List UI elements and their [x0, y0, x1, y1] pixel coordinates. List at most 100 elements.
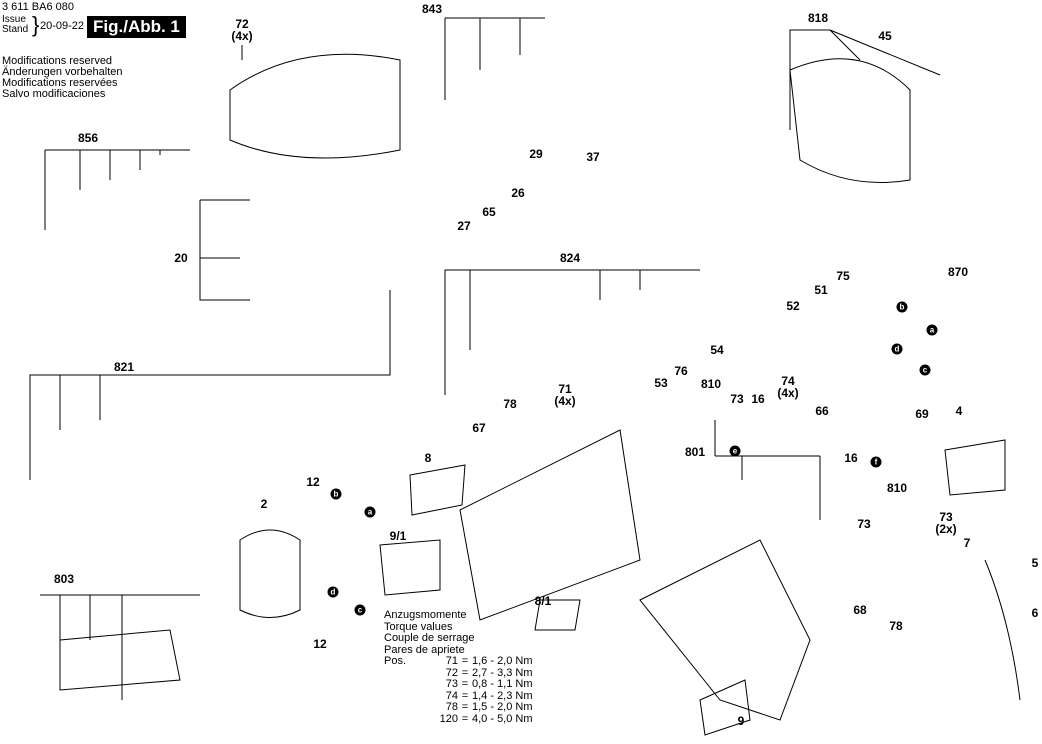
callout-12a: 12: [306, 476, 319, 488]
callout-number: 74: [781, 374, 795, 388]
leader-821: [29, 290, 391, 480]
callout-number: 20: [174, 251, 188, 265]
connector-badge-c: c: [919, 364, 931, 376]
torque-value: 4,0 - 5,0 Nm: [472, 712, 533, 725]
callout-number: 818: [807, 11, 829, 25]
callout-number: 54: [710, 343, 724, 357]
callout-9: 9: [738, 715, 745, 727]
callout-number: 9/1: [389, 529, 407, 543]
callout-quantity: (4x): [231, 29, 253, 43]
motor-housing: [459, 429, 641, 621]
callout-5: 5: [1032, 557, 1039, 569]
issue-label-en: Issue: [2, 14, 26, 25]
torque-title: Pares de apriete: [384, 643, 465, 656]
callout-810a: 810: [701, 378, 721, 390]
switch: [944, 439, 1006, 496]
callout-870: 870: [948, 266, 968, 278]
callout-843: 843: [422, 3, 442, 15]
torque-value: 2,7 - 3,3 Nm: [472, 666, 533, 679]
callout-number: 856: [77, 131, 99, 145]
callout-number: 27: [457, 219, 471, 233]
torque-pos-label: Pos.: [384, 655, 407, 667]
handle-housing: [639, 539, 811, 721]
callout-quantity: (4x): [554, 394, 576, 408]
callout-20: 20: [174, 252, 187, 264]
torque-row: Pos.71=1,6 - 2,0 Nm: [384, 655, 533, 668]
callout-number: 843: [421, 2, 443, 16]
callout-7: 7: [964, 537, 971, 549]
callout-number: 73: [730, 392, 744, 406]
torque-value: 1,4 - 2,3 Nm: [472, 689, 533, 702]
torque-pos-label: [384, 679, 422, 691]
torque-table: Anzugsmomente Torque values Couple de se…: [384, 609, 533, 726]
brace: }: [32, 12, 40, 37]
connector-badge-b: b: [896, 301, 908, 313]
callout-number: 75: [836, 269, 850, 283]
torque-row: 72=2,7 - 3,3 Nm: [384, 666, 533, 680]
callout-number: 2: [260, 497, 268, 511]
part-number: 3 611 BA6 080: [2, 1, 74, 13]
callout-53: 53: [654, 377, 667, 389]
torque-pos-label: [384, 668, 422, 680]
torque-part: 78: [445, 701, 458, 713]
callout-51: 51: [814, 284, 827, 296]
callout-9_1: 9/1: [390, 530, 407, 542]
callout-number: 12: [306, 475, 320, 489]
torque-title: Anzugsmomente: [384, 609, 467, 621]
callout-45: 45: [878, 30, 891, 42]
connector-badge-b: b: [330, 488, 342, 500]
callout-75: 75: [836, 270, 849, 282]
mod-line: Salvo modificaciones: [2, 88, 106, 100]
callout-16a: 16: [751, 393, 764, 405]
callout-number: 810: [700, 377, 722, 391]
callout-number: 69: [915, 407, 929, 421]
callout-number: 29: [529, 147, 543, 161]
callout-856: 856: [78, 132, 98, 144]
callout-52: 52: [786, 300, 799, 312]
callout-number: 4: [955, 404, 963, 418]
callout-4: 4: [956, 405, 963, 417]
callout-number: 66: [815, 404, 829, 418]
issue-label-de: Stand: [2, 24, 29, 35]
callout-number: 8: [424, 451, 432, 465]
torque-part: 71: [445, 655, 458, 667]
callout-801: 801: [685, 446, 705, 458]
callout-54: 54: [710, 344, 723, 356]
callout-number: 821: [113, 360, 135, 374]
leader-801: [714, 420, 821, 520]
callout-number: 8/1: [534, 594, 552, 608]
figure-label: Fig./Abb. 1: [87, 16, 186, 38]
torque-part: 120: [439, 712, 458, 725]
callout-27: 27: [457, 220, 470, 232]
callout-12b: 12: [313, 638, 326, 650]
torque-row: 74=1,4 - 2,3 Nm: [384, 689, 533, 703]
mod-line: Modifications reserved: [2, 55, 113, 67]
torque-equals: =: [461, 701, 469, 713]
callout-74: 74(4x): [777, 375, 798, 399]
torque-pos-label: [384, 714, 422, 726]
torque-equals: =: [461, 712, 469, 725]
callout-73b: 73: [857, 518, 870, 530]
callout-16b: 16: [844, 452, 857, 464]
callout-number: 16: [844, 451, 858, 465]
torque-part: 74: [445, 689, 458, 702]
callout-78a: 78: [503, 398, 516, 410]
callout-number: 65: [482, 205, 496, 219]
hammer-head-housing: [229, 53, 401, 159]
torque-equals: =: [461, 666, 469, 679]
leader-843: [444, 17, 545, 100]
gear-housing: [789, 58, 911, 183]
leader-803: [40, 594, 200, 700]
leader-824: [444, 269, 700, 395]
callout-number: 16: [751, 392, 765, 406]
callout-71: 71(4x): [554, 383, 575, 407]
callout-number: 810: [886, 481, 908, 495]
callout-number: 6: [1031, 606, 1039, 620]
torque-equals: =: [461, 689, 469, 702]
callout-number: 71: [558, 382, 572, 396]
connector-badge-d: d: [891, 343, 903, 355]
callout-number: 72: [235, 17, 249, 31]
callout-number: 78: [889, 619, 903, 633]
